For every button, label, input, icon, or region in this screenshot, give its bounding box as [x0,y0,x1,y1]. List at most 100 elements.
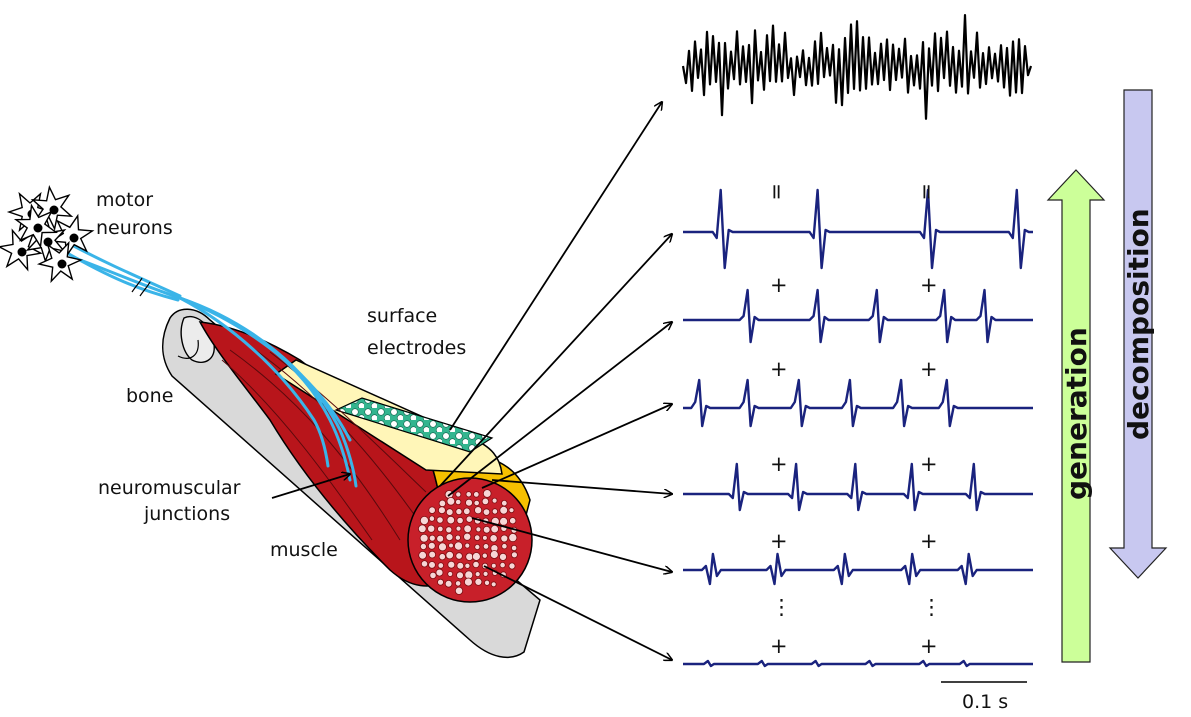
decomposition-arrow-shape [1108,89,1168,579]
muscle-fibre [465,552,474,561]
muscle-fibre [482,508,491,516]
label-junctions: junctions [143,503,230,525]
muscle-fibre [428,550,437,559]
muscle-fibre [508,533,518,543]
muscle-fibre [438,553,446,561]
motor-unit-trace-5 [683,552,1033,586]
muscle-fibre [464,542,471,549]
muscle-fibre [481,497,490,506]
motor-unit-trace-3 [683,378,1033,428]
muscle-fibre [501,500,508,507]
muscle-fibre [455,508,463,516]
label-muscle: muscle [270,539,338,561]
muscle-fibre [464,562,471,569]
muscle-fibre [498,552,507,561]
muscle-fibre [447,571,454,577]
anatomy [0,185,541,659]
arrow-to-mu-6 [483,565,672,660]
muscle-fibre [446,515,455,525]
muscle-fibre [499,505,509,515]
arrow-to-mu-1 [439,234,672,487]
muscle-fibre [465,515,473,523]
muscle-fibre [489,550,499,559]
muscle-fibre [481,552,488,559]
muscle-fibre [436,534,445,543]
muscle-fibre [447,560,456,569]
muscle-fibre [471,552,481,561]
signals [681,14,1033,668]
muscle-fibre [511,551,518,559]
motor-unit-trace-6 [683,659,1033,668]
trace-operators: = = + + + + + + + + ⋮ ⋮ + + [765,183,942,658]
decomposition-label: decomposition [1122,208,1155,440]
generation-arrow-shape [1046,169,1106,663]
nerve-break-mark [131,277,151,297]
label-motor: motor [96,189,153,211]
muscle-fibre [482,535,488,541]
plus-sign: + [920,452,938,476]
muscle-fibre [446,496,456,506]
muscle-fibre [463,507,471,515]
muscle-fibre [419,516,429,526]
muscle-fibre [437,562,444,569]
plus-sign: + [770,357,788,381]
muscle-fibre [419,543,427,551]
surface-emg-trace [681,14,1033,120]
muscle-fibre [455,552,463,560]
muscle-fibre [474,506,483,515]
arrow-to-mu-4 [491,479,672,494]
plus-sign: + [770,452,788,476]
vertical-ellipsis: ⋮ [771,595,792,619]
muscle-fibre [474,534,481,541]
muscle-fibre [463,532,472,541]
neuron-nucleus [33,223,43,233]
muscle-fibre [445,533,454,541]
muscle-fibre [500,534,509,543]
arrow-to-mu-2 [447,322,672,497]
muscle-fibre [427,541,436,550]
label-surface: surface [367,305,437,327]
muscle-fibre [501,543,508,550]
plus-sign: + [920,529,938,553]
muscle-fibre [473,491,480,498]
muscle-fibre [463,577,473,587]
muscle-fibre [455,491,462,498]
muscle-fibre [473,499,480,507]
muscle-fibre [428,534,436,542]
muscle-fibre [490,581,497,588]
muscle-fibre [499,561,506,569]
motor-unit-trace-1 [683,188,1033,270]
muscle-fibre [438,499,447,508]
label-neurons: neurons [96,217,173,239]
label-electrodes: electrodes [367,337,466,359]
muscle-fibre [427,524,436,533]
muscle-fibre [455,525,462,532]
muscle-fibre [428,515,435,522]
decomposition-arrow: decomposition [1108,89,1168,579]
muscle-fibre [438,542,447,552]
muscle-fibre [491,508,498,515]
muscle-fibre [448,542,454,549]
muscle-fibre [508,507,515,514]
muscle-fibre [499,517,509,526]
anatomy-labels: motor neurons surface electrodes bone ne… [96,189,466,561]
neuron-nucleus [43,237,53,247]
muscle-fibre [489,534,498,543]
muscle-fibre [454,534,461,541]
bone-groove [177,339,199,359]
vertical-ellipsis: ⋮ [921,595,942,619]
muscle-fibre [509,517,517,525]
equals-sign-right: = [915,183,939,201]
label-neuromuscular: neuromuscular [98,477,241,499]
muscle-fibre [419,533,429,543]
muscle-fibre [445,508,454,516]
neuron-nucleus [57,259,67,269]
muscle-fibre [465,498,473,507]
generation-label: generation [1060,327,1093,500]
muscle-fibre [474,578,483,586]
muscle-fibre [437,506,446,515]
muscle-fibre [453,541,463,551]
muscle-fibre [474,571,481,577]
muscle-fibre [429,571,437,580]
